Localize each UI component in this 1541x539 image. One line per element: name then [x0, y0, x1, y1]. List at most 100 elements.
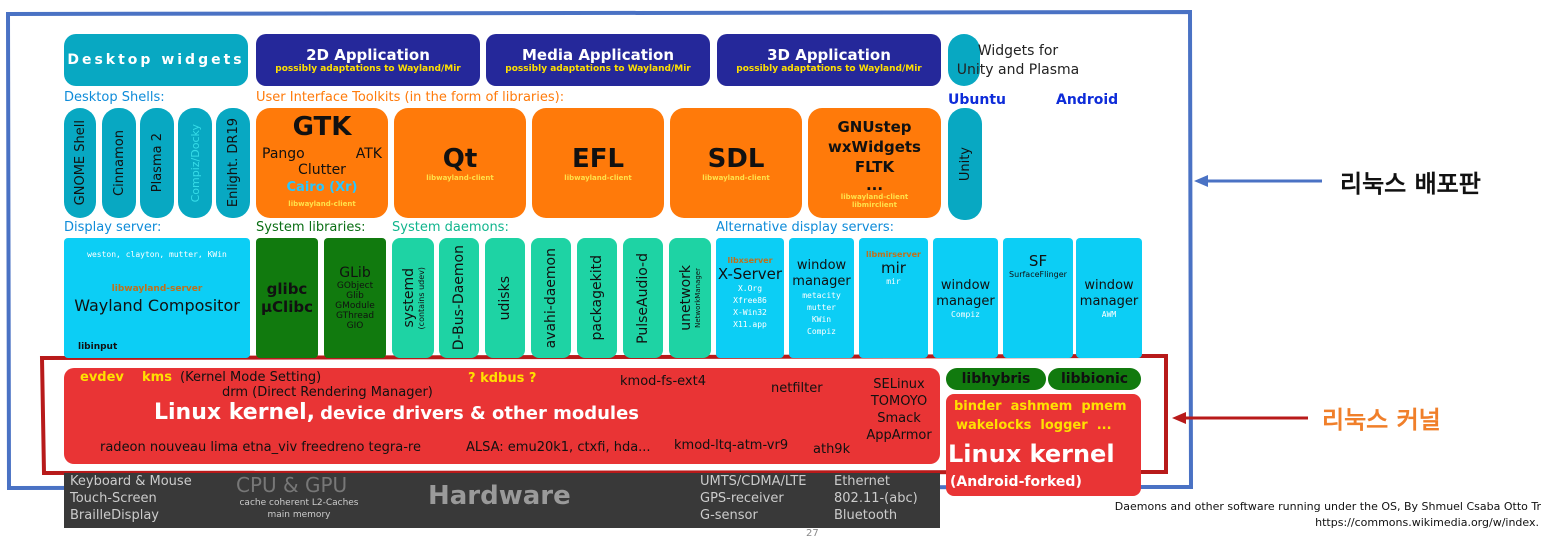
alt-wm3: window manager AWM — [1076, 238, 1142, 358]
wayland-server: libwayland-server — [111, 284, 203, 294]
ui-toolkits-label: User Interface Toolkits (in the form of … — [256, 90, 565, 105]
daemon-avahi: avahi-daemon — [531, 238, 571, 358]
pulse-label: PulseAudio-d — [635, 252, 651, 344]
wayland-top: weston, clayton, mutter, KWin — [87, 250, 227, 259]
app-3d-title: 3D Application — [767, 46, 891, 64]
xserver-item-1: X.Org — [737, 284, 763, 293]
xserver-tag: libxserver — [727, 256, 773, 265]
xserver-title: X-Server — [717, 265, 783, 283]
wm1-item-4: Compiz — [807, 327, 836, 336]
shell-cinnamon-label: Cinnamon — [111, 130, 127, 196]
media-app-sub: possibly adaptations to Wayland/Mir — [505, 64, 691, 74]
app-3d-box: 3D Application possibly adaptations to W… — [717, 34, 941, 86]
hardware-cpu: CPU & GPU — [236, 473, 348, 497]
shell-plasma: Plasma 2 — [140, 108, 174, 218]
linux-kernel-box: evdev kms (Kernel Mode Setting) drm (Dir… — [64, 368, 940, 464]
alt-mir: libmirserver mir mir — [859, 238, 928, 358]
libhybris-label: libhybris — [961, 371, 1031, 387]
glib-item-4: GThread — [335, 311, 375, 321]
unity-label: Unity — [957, 146, 973, 182]
gnustep-line-3: FLTK — [854, 158, 895, 176]
hardware-network: Ethernet 802.11-(abc) Bluetooth — [834, 474, 918, 523]
page-number: 27 — [806, 528, 819, 539]
mir-tag: libmirserver — [866, 250, 921, 259]
toolkit-sdl: SDL libwayland-client — [670, 108, 802, 218]
wm1-title: window manager — [792, 258, 851, 289]
wayland-compositor-box: weston, clayton, mutter, KWin libwayland… — [64, 238, 250, 358]
sf-title: SF — [1028, 252, 1048, 270]
libbionic-label: libbionic — [1060, 371, 1129, 387]
shell-plasma-label: Plasma 2 — [149, 133, 165, 193]
toolkit-qt: Qt libwayland-client — [394, 108, 526, 218]
alt-xserver: libxserver X-Server X.Org Xfree86 X-Win3… — [716, 238, 784, 358]
gtk-clutter: Clutter — [298, 162, 346, 178]
hardware-title: Hardware — [428, 481, 571, 511]
wm2-title: window manager — [936, 277, 995, 309]
system-daemons-label: System daemons: — [392, 220, 509, 235]
distro-annotation: 리눅스 배포판 — [1340, 170, 1481, 198]
kernel-subtitle: device drivers & other modules — [320, 403, 640, 424]
wm2-sub: Compiz — [951, 309, 980, 319]
glib-item-2: Glib — [346, 291, 364, 301]
android-kernel-box: binder ashmem pmem wakelocks logger ... … — [946, 394, 1141, 496]
avahi-label: avahi-daemon — [543, 247, 559, 349]
media-app-title: Media Application — [522, 46, 674, 64]
systemd-sub: (contains udev) — [416, 266, 426, 330]
kernel-alsa: ALSA: emu20k1, ctxfi, hda... — [466, 440, 651, 455]
credit-line-2: https://commons.wikimedia.org/w/index. — [1315, 516, 1539, 529]
kernel-annotation: 리눅스 커널 — [1322, 406, 1441, 434]
daemon-unetwork: unetwork NetworkManager — [669, 238, 711, 358]
shell-gnome-label: GNOME Shell — [72, 120, 88, 206]
gtk-pango: Pango — [262, 146, 305, 162]
media-app-box: Media Application possibly adaptations t… — [486, 34, 710, 86]
kernel-evdev: evdev — [80, 370, 124, 385]
desktop-shells-label: Desktop Shells: — [64, 90, 165, 105]
app-2d-sub: possibly adaptations to Wayland/Mir — [275, 64, 461, 74]
wayland-libinput: libinput — [78, 342, 118, 352]
efl-title: EFL — [571, 144, 625, 174]
credit-line-1: Daemons and other software running under… — [1114, 500, 1541, 513]
glib-item-1: GObject — [336, 281, 374, 291]
daemon-systemd: systemd (contains udev) — [392, 238, 434, 358]
system-libraries-label: System libraries: — [256, 220, 366, 235]
ubuntu-label: Ubuntu — [948, 92, 1006, 108]
wm1-item-2: mutter — [807, 303, 836, 312]
app-2d-title: 2D Application — [306, 46, 430, 64]
systemd-label: systemd — [400, 268, 417, 328]
shell-enlight: Enlight. DR19 — [216, 108, 250, 218]
android-label: Android — [1056, 92, 1119, 108]
kernel-drm: drm (Direct Rendering Manager) — [222, 385, 433, 400]
wm1-item-1: metacity — [802, 291, 841, 300]
wm1-item-3: KWin — [811, 315, 832, 324]
glib-title: GLib — [339, 265, 371, 281]
libhybris-pill: libhybris — [946, 368, 1046, 390]
wm3-title: window manager — [1079, 277, 1139, 309]
glib-item-5: GIO — [346, 321, 364, 331]
libbionic-pill: libbionic — [1048, 368, 1141, 390]
hardware-cpu-sub: cache coherent L2-Caches main memory — [239, 498, 359, 520]
sf-sub: SurfaceFlinger — [1009, 270, 1067, 279]
glibc-label: glibc — [266, 280, 308, 298]
gnustep-line-2: wxWidgets — [828, 138, 921, 156]
kernel-title: Linux kernel, device drivers & other mod… — [154, 400, 639, 425]
shell-compiz-label: Compiz/Docky — [188, 123, 202, 203]
efl-small: libwayland-client — [564, 174, 632, 182]
android-kernel-line-2: wakelocks logger ... — [956, 418, 1112, 433]
hardware-box: Keyboard & Mouse Touch-Screen BrailleDis… — [64, 473, 940, 528]
gnustep-small: libwayland-client libmirclient — [840, 193, 909, 209]
kernel-ath9k: ath9k — [813, 442, 851, 457]
qt-title: Qt — [442, 144, 478, 174]
xserver-item-4: X11.app — [733, 320, 767, 329]
android-kernel-forked: (Android-forked) — [950, 474, 1082, 490]
glib-box: GLib GObject Glib GModule GThread GIO — [324, 238, 386, 358]
toolkit-efl: EFL libwayland-client — [532, 108, 664, 218]
unetwork-sub: NetworkManager — [694, 268, 702, 328]
dbus-label: D-Bus-Daemon — [451, 245, 467, 351]
kernel-kdbus: ? kdbus ? — [468, 371, 537, 386]
distro-outline — [5, 9, 1194, 491]
android-kernel-title: Linux kernel — [948, 440, 1115, 468]
unity-box: Unity — [948, 108, 982, 220]
kernel-kms-desc: (Kernel Mode Setting) — [180, 370, 322, 385]
gnustep-line-1: GNUstep — [837, 118, 912, 136]
mir-sub: mir — [886, 277, 901, 286]
